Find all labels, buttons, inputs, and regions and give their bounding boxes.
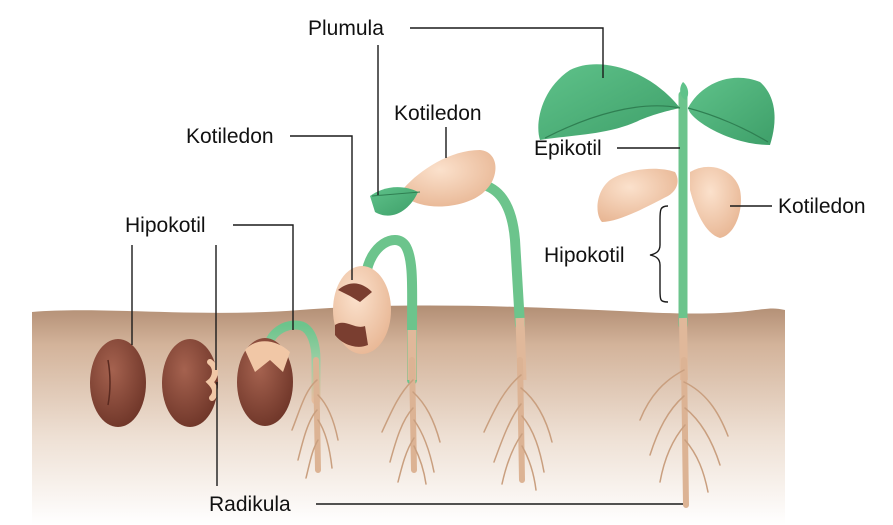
label-plumula: Plumula — [308, 17, 384, 40]
label-epikotil: Epikotil — [534, 137, 602, 160]
label-hipokotil-left: Hipokotil — [125, 214, 206, 237]
label-kotiledon-mid: Kotiledon — [394, 102, 482, 125]
label-hipokotil-right: Hipokotil — [544, 244, 625, 267]
seed-stage-1 — [90, 339, 146, 427]
label-kotiledon-left: Kotiledon — [186, 125, 274, 148]
label-radikula: Radikula — [209, 493, 291, 516]
label-kotiledon-right: Kotiledon — [778, 195, 866, 218]
seed-stage-2 — [162, 339, 218, 427]
